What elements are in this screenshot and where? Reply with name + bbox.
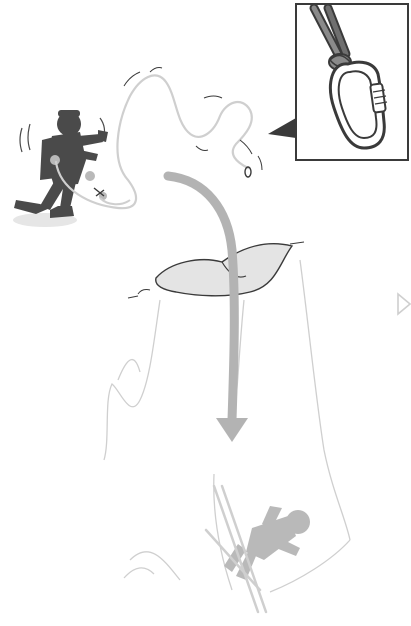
carabiner-detail-icon (268, 4, 408, 160)
harness-point (50, 155, 60, 165)
harness-point (85, 171, 95, 181)
fallen-person-icon (224, 506, 310, 580)
rope-motion-lines (124, 68, 262, 171)
coil-knot-icon (94, 188, 104, 196)
fall-arrow-icon (168, 176, 248, 442)
next-triangle-icon[interactable] (398, 294, 410, 314)
crevasse-opening (128, 242, 304, 298)
